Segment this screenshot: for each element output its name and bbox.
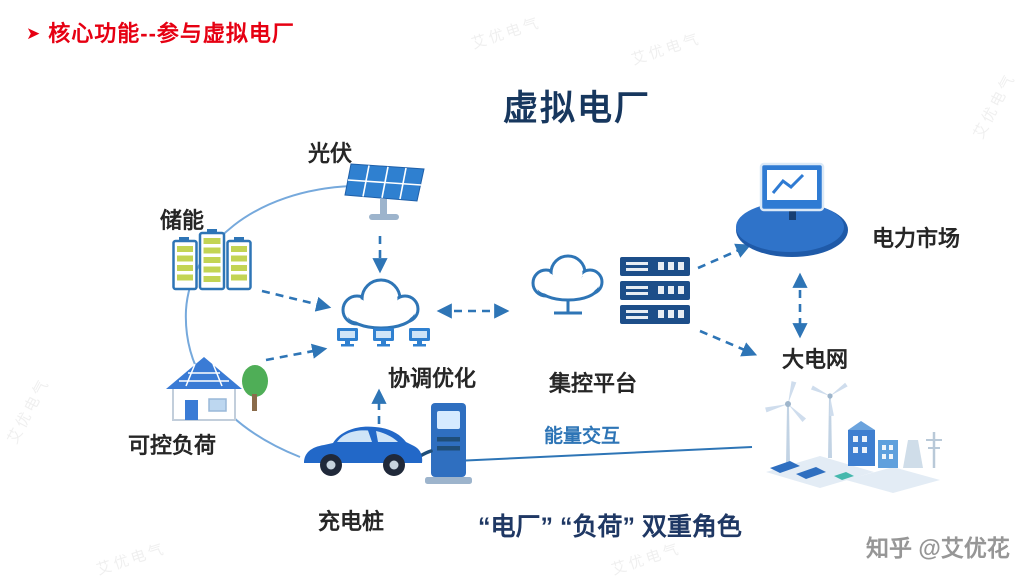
faint-watermark: 艾优电气 xyxy=(609,540,684,579)
faint-watermark: 艾优电气 xyxy=(469,14,544,53)
load-label: 可控负荷 xyxy=(128,433,217,458)
bottom-caption: “电厂” “负荷” 双重角色 xyxy=(478,513,742,541)
coordination-label: 协调优化 xyxy=(388,366,477,391)
arrow-bullet-icon: ➤ xyxy=(26,23,41,43)
coordination-cloud-icon xyxy=(337,278,430,347)
energy-exchange-label: 能量交互 xyxy=(544,426,621,447)
charger-label: 充电桩 xyxy=(318,509,385,534)
battery-storage-icon xyxy=(172,229,252,291)
pv-label: 光伏 xyxy=(308,141,353,166)
storage-label: 储能 xyxy=(160,208,205,233)
faint-watermark: 艾优电气 xyxy=(970,70,1020,142)
zhihu-watermark: 知乎 @艾优花 xyxy=(866,535,1010,561)
market-label: 电力市场 xyxy=(872,226,961,251)
ev-charging-icon xyxy=(304,403,472,484)
house-load-icon xyxy=(166,357,268,421)
slide-header: ➤ 核心功能--参与虚拟电厂 xyxy=(26,16,295,48)
solar-panel-icon xyxy=(344,163,425,220)
grid-label: 大电网 xyxy=(782,347,849,372)
diagram-title: 虚拟电厂 xyxy=(502,89,651,128)
power-grid-illustration xyxy=(765,381,942,493)
platform-label: 集控平台 xyxy=(549,371,638,396)
faint-watermark: 艾优电气 xyxy=(94,540,169,579)
power-market-icon xyxy=(736,162,848,257)
header-title: 核心功能--参与虚拟电厂 xyxy=(48,21,295,46)
faint-watermark: 艾优电气 xyxy=(629,30,704,69)
faint-watermark: 艾优电气 xyxy=(4,375,54,447)
control-platform-icon xyxy=(531,254,690,324)
